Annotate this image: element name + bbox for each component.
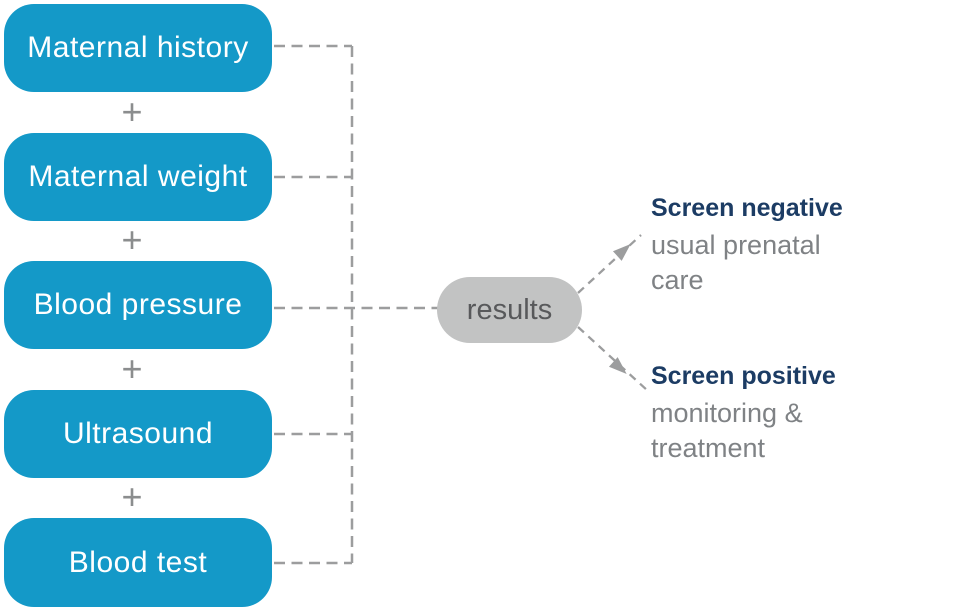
connector-results-to-screen-negative xyxy=(577,234,642,294)
input-box-label: Maternal history xyxy=(27,31,249,64)
input-box-label: Blood test xyxy=(68,545,208,579)
plus-symbol: + xyxy=(121,91,143,132)
outcome-screen-positive: Screen positive monitoring & treatment xyxy=(651,362,851,466)
input-box-label: Maternal weight xyxy=(28,160,248,193)
outcome-title: Screen positive xyxy=(651,362,836,390)
plus-symbol: + xyxy=(121,476,143,517)
connector-results-to-screen-positive xyxy=(577,326,649,392)
outcome-description: monitoring & treatment xyxy=(651,398,803,463)
outcome-title: Screen negative xyxy=(651,194,843,222)
input-box-blood-test: Blood test xyxy=(4,518,272,607)
input-box-label: Ultrasound xyxy=(62,417,214,450)
results-node: results xyxy=(437,277,582,343)
outcome-screen-negative: Screen negative usual prenatal care xyxy=(651,194,851,298)
plus-symbol: + xyxy=(121,219,143,260)
input-box-maternal-history: Maternal history xyxy=(4,4,272,92)
outcome-description: usual prenatal care xyxy=(651,230,821,295)
arrowhead-up-icon xyxy=(612,243,631,261)
results-label: results xyxy=(466,293,553,326)
input-box-label: Blood pressure xyxy=(33,288,243,321)
plus-symbol: + xyxy=(121,348,143,389)
input-box-maternal-weight: Maternal weight xyxy=(4,133,272,221)
arrowhead-down-icon xyxy=(608,357,627,375)
input-box-blood-pressure: Blood pressure xyxy=(4,261,272,349)
input-box-ultrasound: Ultrasound xyxy=(4,390,272,478)
